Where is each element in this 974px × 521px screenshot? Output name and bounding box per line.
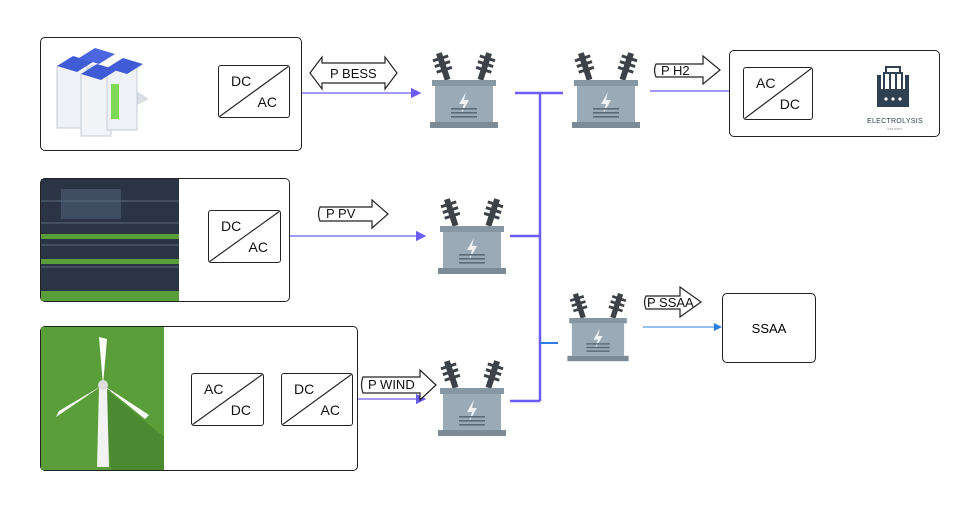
wind-turbine-icon: [41, 327, 164, 470]
converter-top-label: DC: [294, 381, 315, 397]
transformer-bess-icon: [430, 50, 498, 128]
p-wind-arrow-shape: [360, 368, 437, 402]
p-ssaa-label: P SSAA: [647, 295, 694, 310]
pv-block: DC AC: [40, 178, 290, 302]
converter-bottom-label: DC: [230, 402, 251, 418]
solar-panels-image: [41, 179, 179, 301]
pv-converter: DC AC: [208, 210, 281, 263]
electrolysis-icon: [877, 66, 909, 107]
p-pv-label: P PV: [326, 206, 356, 221]
converter-top-label: AC: [756, 75, 776, 91]
battery-rack-icon: [56, 48, 149, 137]
converter-top-label: DC: [221, 218, 242, 234]
h2-block: AC DC ELECTROLYSIS INDUSTRY: [729, 50, 940, 137]
electrolysis-title: ELECTROLYSIS: [867, 118, 923, 125]
h2-converter: AC DC: [743, 67, 813, 120]
electrolysis-subtitle: INDUSTRY: [887, 127, 903, 131]
p-h2-arrow-shape: [653, 54, 721, 86]
p-bess-label: P BESS: [330, 66, 377, 81]
wind-block: AC DC DC AC: [40, 326, 358, 471]
converter-bottom-label: AC: [248, 239, 268, 255]
converter-top-label: AC: [204, 381, 224, 397]
main-bus: [510, 91, 563, 403]
p-wind-label: P WIND: [368, 377, 415, 392]
bess-block: DC AC: [40, 37, 302, 151]
converter-bottom-label: AC: [320, 402, 340, 418]
converter-bottom-label: DC: [779, 96, 800, 112]
p-bess-arrow-shape: [309, 55, 398, 91]
bess-converter: DC AC: [218, 65, 290, 118]
p-pv-arrow-shape: [317, 198, 389, 230]
p-h2-label: P H2: [661, 63, 690, 78]
p-ssaa-arrow-shape: [643, 285, 703, 319]
ssaa-box: SSAA: [722, 293, 816, 363]
transformer-pv-icon: [438, 196, 506, 274]
wind-rectifier: AC DC: [191, 373, 264, 426]
wind-inverter: DC AC: [281, 373, 353, 426]
transformer-h2-icon: [572, 50, 640, 128]
ssaa-label: SSAA: [751, 320, 787, 336]
converter-bottom-label: AC: [257, 94, 277, 110]
transformer-wind-icon: [438, 358, 506, 436]
transformer-ssaa-icon: [567, 291, 629, 362]
converter-top-label: DC: [231, 73, 252, 89]
